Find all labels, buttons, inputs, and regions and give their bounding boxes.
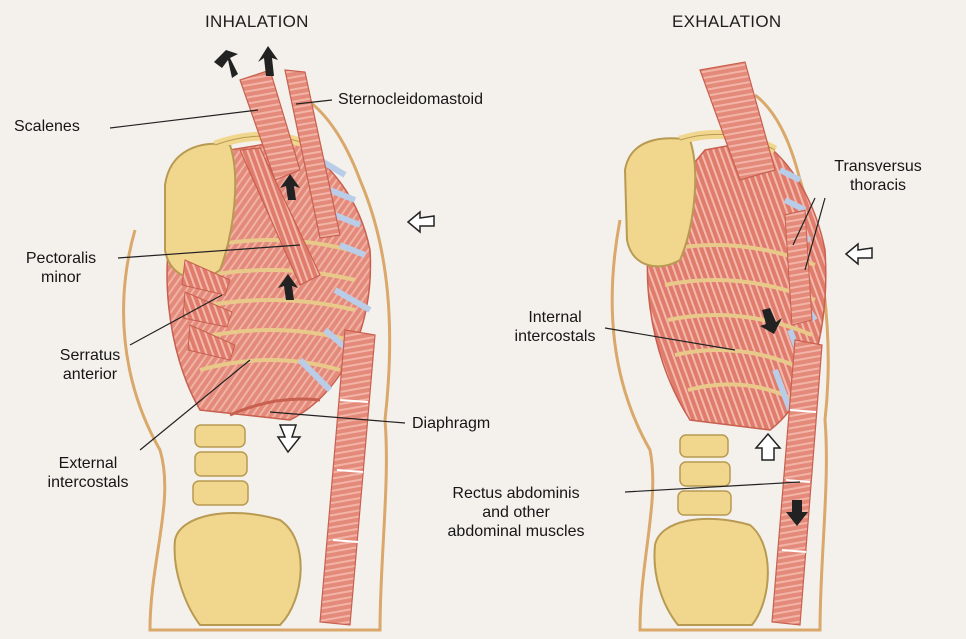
label-rectus-abdominis-line1: Rectus abdominis (408, 484, 624, 503)
label-internal-intercostals-line1: Internal (500, 308, 610, 327)
label-internal-intercostals-line2: intercostals (500, 327, 610, 346)
scapula-left (165, 144, 235, 278)
label-internal-intercostals: Internal intercostals (500, 308, 610, 346)
label-external-intercostals-line1: External (24, 454, 152, 473)
label-pectoralis-minor-line1: Pectoralis (12, 249, 110, 268)
label-transversus-thoracis-line2: thoracis (818, 176, 938, 195)
label-pectoralis-minor-line2: minor (12, 268, 110, 287)
scapula-right (625, 138, 695, 266)
pelvis-left (175, 513, 301, 625)
outline-arrow-left-icon-1 (408, 212, 434, 232)
spine-right (678, 435, 731, 515)
label-rectus-abdominis-line2: and other (408, 503, 624, 522)
label-pectoralis-minor: Pectoralis minor (12, 249, 110, 287)
inhalation-figure (124, 46, 434, 630)
exhalation-figure (612, 62, 872, 630)
label-rectus-abdominis-line3: abdominal muscles (408, 522, 624, 541)
label-serratus-anterior-line1: Serratus (40, 346, 140, 365)
exhalation-title: EXHALATION (672, 12, 781, 32)
label-external-intercostals: External intercostals (24, 454, 152, 492)
label-serratus-anterior: Serratus anterior (40, 346, 140, 384)
outline-arrow-left-icon-2 (846, 244, 872, 264)
label-external-intercostals-line2: intercostals (24, 473, 152, 492)
label-diaphragm: Diaphragm (412, 414, 490, 433)
inhalation-title: INHALATION (205, 12, 309, 32)
outline-arrow-down-icon-1 (278, 425, 300, 452)
outline-arrow-up-icon-1 (756, 434, 780, 460)
label-serratus-anterior-line2: anterior (40, 365, 140, 384)
label-scalenes: Scalenes (14, 117, 80, 136)
label-rectus-abdominis: Rectus abdominis and other abdominal mus… (408, 484, 624, 541)
label-transversus-thoracis-line1: Transversus (818, 157, 938, 176)
solid-arrow-up-icon-2 (258, 46, 278, 76)
label-transversus-thoracis: Transversus thoracis (818, 157, 938, 195)
spine-left (193, 425, 248, 505)
label-sternocleidomastoid: Sternocleidomastoid (338, 90, 483, 109)
pelvis-right (654, 519, 767, 625)
solid-arrow-up-icon-1 (214, 50, 238, 78)
